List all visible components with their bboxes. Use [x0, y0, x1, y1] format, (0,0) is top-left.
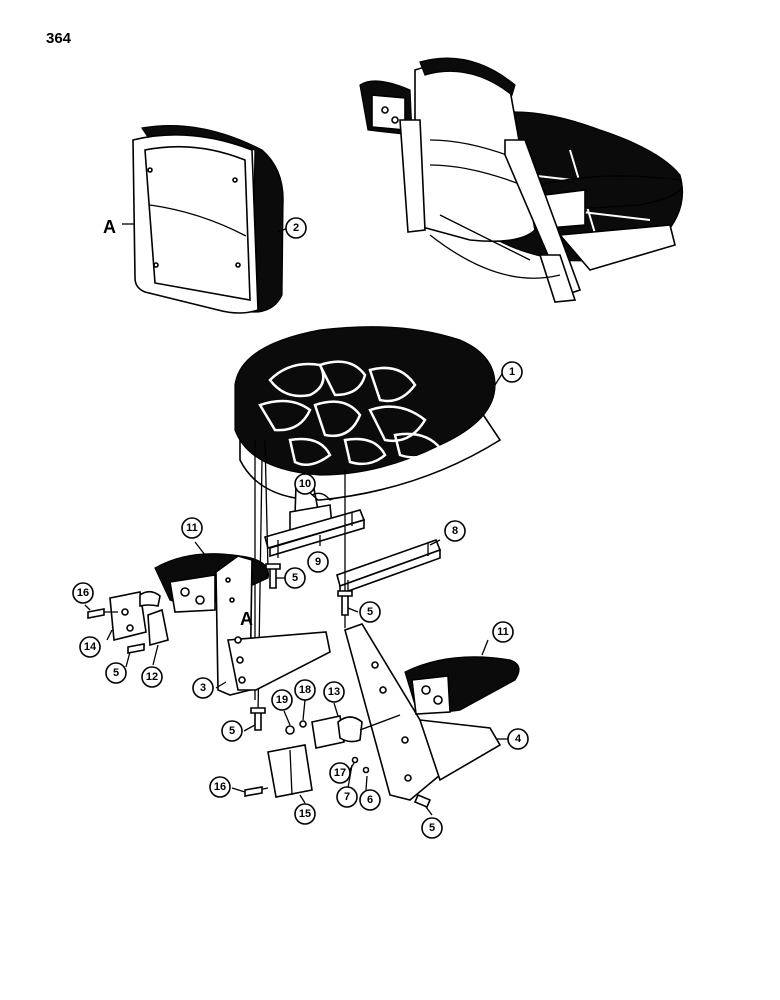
assembled-seat-illustration	[359, 57, 684, 303]
callout-1-label: 1	[509, 366, 515, 378]
callout-4-label: 4	[515, 733, 522, 745]
backrest-part-2	[132, 125, 284, 314]
left-side-plate-part-3	[215, 555, 331, 696]
callout-9-label: 9	[315, 556, 321, 568]
callout-9: 9	[307, 551, 329, 573]
callout-7: 7	[336, 786, 358, 808]
callout-6: 6	[359, 789, 381, 811]
callout-19: 19	[271, 689, 293, 711]
callout-5-upper-right: 5	[359, 601, 381, 623]
callout-7-label: 7	[344, 791, 350, 803]
callout-3: 3	[192, 677, 214, 699]
callout-11-right: 11	[492, 621, 514, 643]
callout-8-label: 8	[452, 525, 458, 537]
right-armrest-assembly	[404, 656, 520, 715]
callout-5-lower-left: 5	[221, 720, 243, 742]
callout-2: 2	[285, 217, 307, 239]
seat-cushion-part-1	[234, 326, 502, 501]
reference-letter-a-side-plate: A	[240, 609, 253, 629]
reference-letter-a-backrest: A	[103, 217, 116, 237]
leader-lines	[84, 223, 508, 816]
bolts	[87, 563, 432, 809]
callout-17: 17	[329, 762, 351, 784]
callout-11-label: 11	[497, 626, 509, 638]
callout-16-upper: 16	[72, 582, 94, 604]
slide-rails	[254, 439, 442, 716]
callout-14-label: 14	[84, 641, 97, 653]
right-side-plate-part-4	[344, 615, 502, 801]
callout-14: 14	[79, 636, 101, 658]
callout-3-label: 3	[200, 682, 206, 694]
callout-5-label: 5	[113, 667, 119, 679]
callout-5-label: 5	[292, 572, 298, 584]
callout-13: 13	[323, 681, 345, 703]
callout-4: 4	[507, 728, 529, 750]
callout-18-label: 18	[299, 684, 311, 696]
callout-8: 8	[444, 520, 466, 542]
callout-5-upper-left: 5	[284, 567, 306, 589]
lower-hardware	[257, 714, 401, 798]
callout-16-lower: 16	[209, 776, 231, 798]
callout-16-label: 16	[214, 781, 226, 793]
callout-5-label: 5	[367, 606, 373, 618]
callout-12: 12	[141, 666, 163, 688]
page-number: 364	[46, 30, 72, 47]
callout-15-label: 15	[299, 808, 311, 820]
callout-5-bottom-right: 5	[421, 817, 443, 839]
callout-10-label: 10	[299, 478, 311, 490]
callout-15: 15	[294, 803, 316, 825]
callout-5-label: 5	[229, 725, 235, 737]
callout-13-label: 13	[328, 686, 340, 698]
callout-6-label: 6	[367, 794, 373, 806]
callout-12-label: 12	[146, 671, 158, 683]
callout-17-label: 17	[334, 767, 346, 779]
callout-10: 10	[294, 473, 316, 495]
callout-16-label: 16	[77, 587, 89, 599]
callout-11-label: 11	[186, 522, 198, 534]
callout-19-label: 19	[276, 694, 288, 706]
callout-1: 1	[501, 361, 523, 383]
callout-5-far-left: 5	[105, 662, 127, 684]
callout-18: 18	[294, 679, 316, 701]
callout-2-label: 2	[293, 222, 299, 234]
callout-11-left: 11	[181, 517, 203, 539]
callout-5-label: 5	[429, 822, 435, 834]
